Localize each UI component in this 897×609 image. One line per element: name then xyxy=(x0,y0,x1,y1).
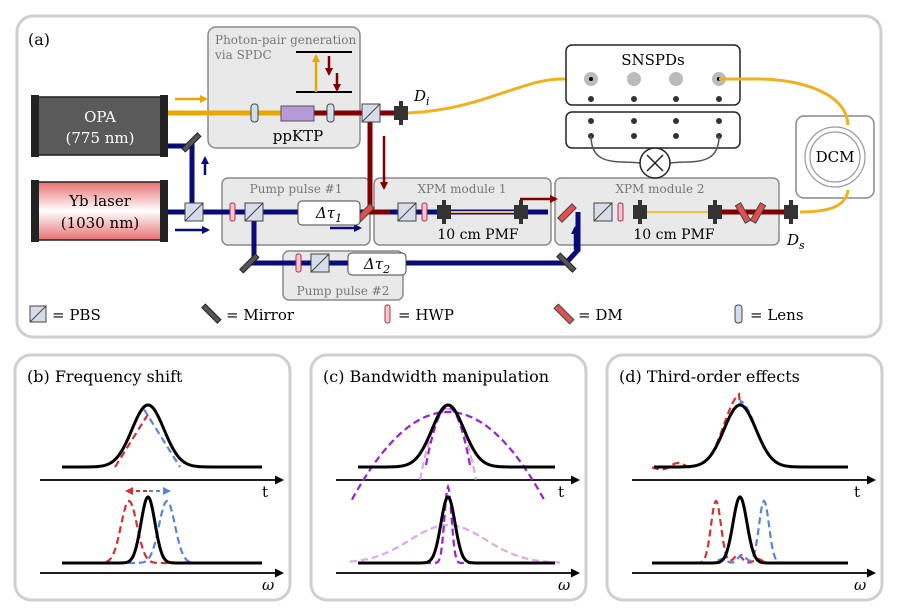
dcm-label: DCM xyxy=(816,148,855,166)
xpm-module-2-label: XPM module 2 xyxy=(615,182,704,196)
panel-c-curves xyxy=(349,403,560,565)
delay-1-box xyxy=(297,200,361,226)
delay-2-box xyxy=(347,252,407,276)
pump-direction-arrows xyxy=(175,156,579,250)
panel-c-time-pulse xyxy=(358,403,555,469)
legend-pbs: = PBS xyxy=(29,305,101,324)
pmf-2-label: 10 cm PMF xyxy=(633,227,715,243)
panel-c-wide-parabola xyxy=(351,410,546,502)
panel-b-spectrum xyxy=(62,495,262,565)
pmf-1-label: 10 cm PMF xyxy=(437,227,519,243)
pump-pulse-2-label: Pump pulse #2 xyxy=(297,284,390,298)
panel-b-frame xyxy=(13,353,292,602)
legend: = PBS = Mirror = HWP = DM = Lens xyxy=(29,303,804,325)
panel-c-spectrum xyxy=(358,495,555,565)
spdc-energy-diagram xyxy=(296,51,352,93)
pump-2-optics xyxy=(239,252,577,274)
panel-d-frame xyxy=(605,353,884,602)
lens-after-ppktp xyxy=(326,103,335,123)
legend-mirror-label: = Mirror xyxy=(226,306,295,324)
xpm-module-1-label: XPM module 1 xyxy=(417,182,506,196)
legend-dm: = DM xyxy=(553,303,623,325)
panel-c-top-axis-label: t xyxy=(558,483,564,501)
panel-b-blue-chirp-line xyxy=(143,408,181,468)
legend-dm-label: = DM xyxy=(578,306,623,324)
snspd-channels xyxy=(584,72,726,139)
panel-b-top-axis-label: t xyxy=(262,483,268,501)
panel-b-time-pulse xyxy=(62,403,262,469)
spdc-title-line2: via SPDC xyxy=(214,48,272,62)
panel-c-frame xyxy=(309,353,588,602)
delay-2-label: Δτ2 xyxy=(363,255,390,276)
panel-d-bottom-axis-label: ω xyxy=(854,576,866,594)
coincidence-counter-icon xyxy=(639,147,671,179)
panel-d-top-axis-label: t xyxy=(854,483,860,501)
lens-opa xyxy=(250,103,259,123)
panel-d-curves xyxy=(651,392,848,565)
panel-d: (d) Third-order effects t ω xyxy=(605,353,884,602)
panel-c-title: (c) Bandwidth manipulation xyxy=(323,367,549,386)
legend-hwp-label: = HWP xyxy=(398,306,454,324)
ppktp-label: ppKTP xyxy=(273,127,324,145)
dcm-box xyxy=(795,115,875,199)
opa-label: OPA xyxy=(84,108,116,126)
panel-a-label: (a) xyxy=(28,30,50,49)
delay-1-label: Δτ1 xyxy=(315,204,342,225)
pump-pulse-1-label: Pump pulse #1 xyxy=(250,182,343,196)
opa-wavelength: (775 nm) xyxy=(66,129,135,147)
panel-d-time-pulse xyxy=(654,403,848,469)
legend-lens: = Lens xyxy=(734,304,804,324)
d-s-label: Ds xyxy=(786,231,805,252)
panel-b-title: (b) Frequency shift xyxy=(27,367,183,386)
panel-b: (b) Frequency shift t ω xyxy=(13,353,292,602)
ppktp-crystal xyxy=(280,105,315,122)
legend-lens-label: = Lens xyxy=(750,306,804,324)
panel-a: (a) Photon-pair generation via SPDC Pump… xyxy=(15,14,883,339)
panel-c: (c) Bandwidth manipulation t ω xyxy=(309,353,588,602)
panel-b-red-chirp-line xyxy=(114,410,151,468)
panel-c-pink-parabola xyxy=(418,407,478,480)
yb-laser-label: Yb laser xyxy=(68,192,132,210)
panel-a-frame xyxy=(15,14,883,339)
panel-b-curves xyxy=(62,403,262,565)
idler-fiber xyxy=(407,77,590,115)
panel-d-title: (d) Third-order effects xyxy=(619,367,800,386)
panel-b-bottom-axis-label: ω xyxy=(262,576,274,594)
snspd-box xyxy=(565,44,741,106)
d-i-label: Di xyxy=(413,87,430,108)
signal-fiber xyxy=(719,77,850,214)
legend-pbs-label: = PBS xyxy=(52,306,101,324)
coincidence-wires xyxy=(590,135,720,164)
xpm-2-optics xyxy=(557,200,798,224)
legend-mirror: = Mirror xyxy=(201,303,295,324)
panel-c-bottom-axis-label: ω xyxy=(558,576,570,594)
spdc-title-line1: Photon-pair generation xyxy=(215,33,356,47)
panel-c-narrow-parabola xyxy=(424,405,472,466)
idler-fiber-coupler xyxy=(394,101,408,125)
spdc-box xyxy=(207,26,361,149)
yb-laser-wavelength: (1030 nm) xyxy=(61,214,140,232)
legend-hwp: = HWP xyxy=(384,304,454,324)
panel-d-spectrum xyxy=(652,495,848,565)
pump-1-optics xyxy=(181,132,264,222)
snspd-label: SNSPDs xyxy=(621,51,685,69)
